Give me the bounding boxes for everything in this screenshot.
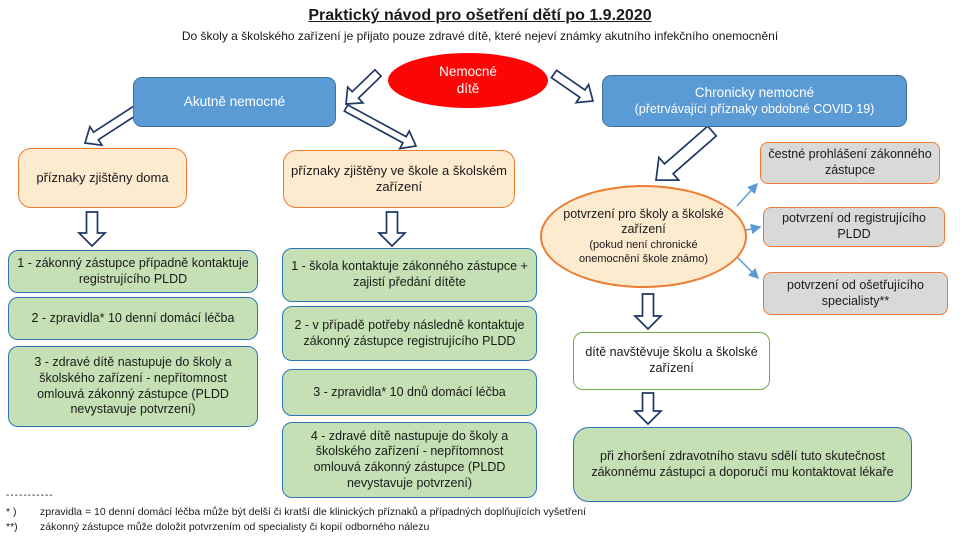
footnote-2-text: zákonný zástupce může doložit potvrzením…	[40, 521, 430, 533]
page-title: Praktický návod pro ošetření dětí po 1.9…	[308, 7, 652, 24]
arrow-home-down	[76, 211, 108, 248]
school-step-4: 4 - zdravé dítě nastupuje do školy a ško…	[282, 422, 537, 498]
node-chronically-ill-line1: Chronicky nemocné	[694, 84, 815, 100]
node-sick-child: Nemocné dítě	[388, 53, 548, 108]
node-confirmation-specialist: potvrzení od ošetřujícího specialisty**	[763, 272, 948, 315]
thin-arrow-to-declaration	[736, 182, 759, 207]
footnote-2-marker: **)	[6, 521, 18, 533]
node-child-attends: dítě navštěvuje školu a školské zařízení	[573, 332, 770, 390]
home-step-3: 3 - zdravé dítě nastupuje do školy a ško…	[8, 346, 258, 427]
node-confirmation-pldd: potvrzení od registrujícího PLDD	[763, 207, 945, 247]
arrow-sick-to-chronic	[550, 69, 595, 104]
node-school-confirmation: potvrzení pro školy a školské zařízení (…	[540, 185, 747, 288]
school-step-1: 1 - škola kontaktuje zákonného zástupce …	[282, 248, 537, 302]
node-worsening-condition: při zhoršení zdravotního stavu sdělí tut…	[573, 427, 912, 502]
thin-arrow-to-specialist	[736, 256, 760, 280]
node-chronically-ill-line2: (přetrvávající příznaky obdobné COVID 19…	[634, 101, 875, 116]
arrow-acute-to-home	[83, 105, 140, 147]
school-step-2: 2 - v případě potřeby následně kontaktuj…	[282, 306, 537, 361]
footnote-1: * ) zpravidla = 10 denní domácí léčba mů…	[6, 506, 586, 518]
arrow-chronic-to-confirmation	[655, 124, 718, 181]
home-step-1: 1 - zákonný zástupce případně kontaktuje…	[8, 250, 258, 293]
footnote-1-text: zpravidla = 10 denní domácí léčba může b…	[40, 506, 586, 518]
node-chronically-ill: Chronicky nemocné (přetrvávající příznak…	[602, 75, 907, 127]
arrow-school-down	[376, 211, 408, 248]
node-declaration-guardian: čestné prohlášení zákonného zástupce	[760, 142, 940, 184]
node-acutely-ill: Akutně nemocné	[133, 77, 336, 127]
arrow-acute-to-school	[343, 103, 418, 150]
node-symptoms-home: příznaky zjištěny doma	[18, 148, 187, 208]
node-school-confirmation-sub: (pokud není chronické onemocnění škole z…	[578, 238, 708, 266]
page-subtitle: Do školy a školského zařízení je přijato…	[181, 29, 779, 43]
footnote-1-marker: * )	[6, 506, 17, 518]
footnote-separator: -----------	[6, 490, 54, 501]
arrow-attends-down	[632, 392, 664, 426]
arrow-confirmation-down	[632, 293, 664, 331]
node-symptoms-school: příznaky zjištěny ve škole a školském za…	[283, 150, 515, 208]
footnote-2: **) zákonný zástupce může doložit potvrz…	[6, 521, 429, 533]
home-step-2: 2 - zpravidla* 10 denní domácí léčba	[8, 297, 258, 340]
arrow-sick-to-acute	[345, 68, 383, 105]
node-school-confirmation-main: potvrzení pro školy a školské zařízení	[563, 206, 724, 237]
school-step-3: 3 - zpravidla* 10 dnů domácí léčba	[282, 369, 537, 416]
